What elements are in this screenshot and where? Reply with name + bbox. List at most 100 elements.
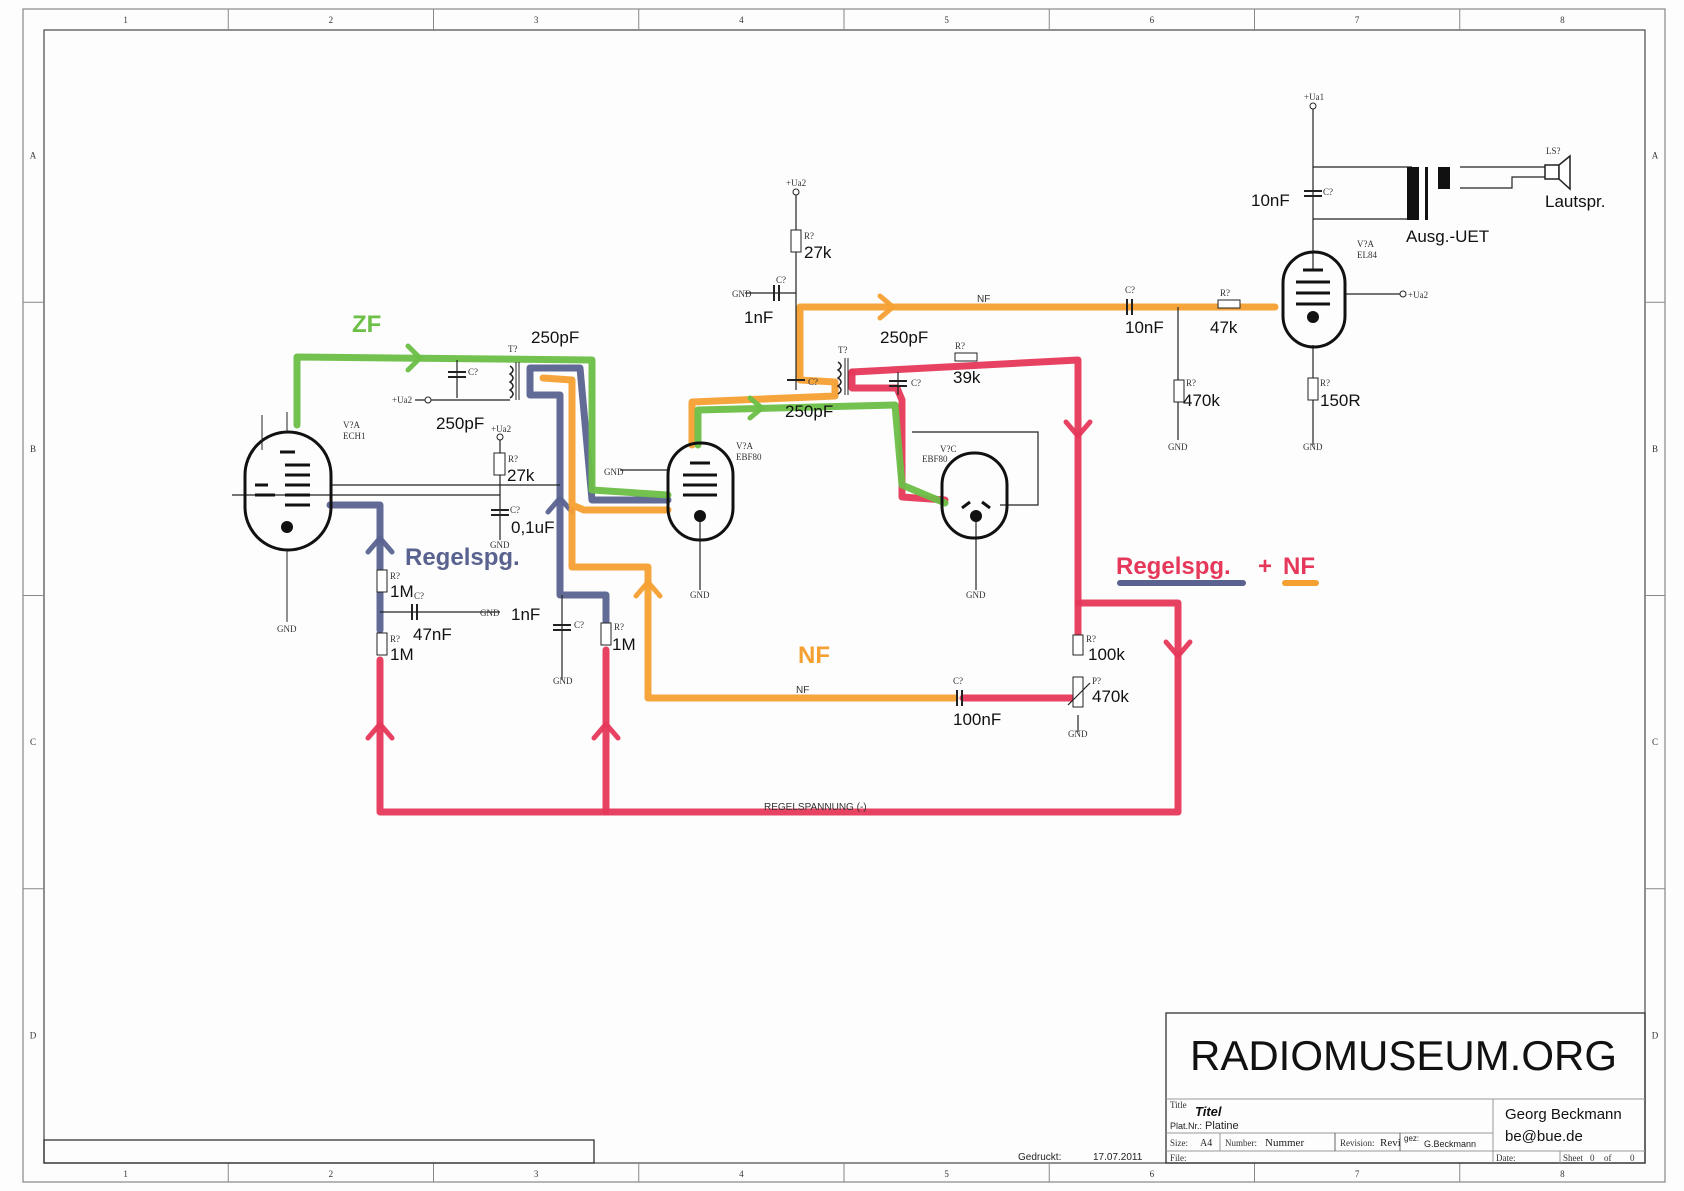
annotation-regelspg-nf: Regelspg. + NF — [1116, 553, 1319, 586]
file-label: File: — [1170, 1153, 1187, 1163]
c47nf-ref: C? — [414, 591, 424, 601]
revision-label: Revision: — [1340, 1138, 1375, 1148]
size-label: Size: — [1170, 1138, 1188, 1148]
zone-row-A: A — [1652, 151, 1659, 161]
zone-column-1: 1 — [123, 15, 128, 25]
c1nf1-ref: C? — [574, 620, 584, 630]
printed-label: Gedruckt: — [1018, 1152, 1061, 1163]
gnd-470k: GND — [1168, 442, 1188, 452]
tube-ebf80-a — [666, 441, 735, 542]
ech1-ref: V?A — [343, 420, 360, 430]
platnr-value: Platine — [1205, 1120, 1239, 1132]
zone-column-2: 2 — [329, 1169, 334, 1179]
el84-ref: V?A — [1357, 239, 1374, 249]
net-regelspannung: REGELSPANNUNG (-) — [764, 802, 867, 813]
c1nf2-value: 1nF — [744, 308, 773, 327]
gnd-ech1: GND — [277, 624, 297, 634]
zone-column-8: 8 — [1560, 1169, 1565, 1179]
gnd-ebf80c: GND — [966, 590, 986, 600]
zone-column-6: 6 — [1150, 15, 1155, 25]
c1-ref: C? — [468, 367, 478, 377]
tube-el84 — [1281, 250, 1347, 349]
r470k-value: 470k — [1183, 391, 1220, 410]
brand-title: RADIOMUSEUM.ORG — [1190, 1032, 1617, 1079]
drawing-frame — [22, 8, 1666, 1183]
of-value: 0 — [1630, 1153, 1635, 1163]
zone-column-6: 6 — [1150, 1169, 1155, 1179]
zone-column-1: 1 — [123, 1169, 128, 1179]
r1m1-ref: R? — [390, 571, 400, 581]
author: Georg Beckmann — [1505, 1106, 1622, 1123]
if-transformer-1 — [508, 362, 520, 400]
gnd-c01uf: GND — [490, 540, 510, 550]
gnd-47nf: GND — [480, 608, 500, 618]
c01uf-ref: C? — [510, 505, 520, 515]
platnr-label: Plat.Nr.: — [1170, 1121, 1202, 1131]
zone-column-7: 7 — [1355, 15, 1360, 25]
r150r-value: 150R — [1320, 391, 1361, 410]
sheet-value: 0 — [1590, 1153, 1595, 1163]
c1nf1-value: 1nF — [511, 605, 540, 624]
zone-column-5: 5 — [944, 15, 949, 25]
highlight-nf — [539, 293, 1279, 702]
zone-row-B: B — [30, 444, 36, 454]
zone-column-4: 4 — [739, 1169, 744, 1179]
date-label: Date: — [1496, 1153, 1516, 1163]
speaker-label: Lautspr. — [1545, 192, 1606, 211]
resistors — [376, 229, 1319, 708]
pot-value: 470k — [1092, 687, 1129, 706]
zone-row-C: C — [1652, 737, 1658, 747]
zone-row-A: A — [30, 151, 37, 161]
annotation-nf: NF — [798, 642, 830, 669]
net-nf-top: NF — [977, 294, 990, 305]
ech1-type: ECH1 — [343, 431, 366, 441]
zone-row-C: C — [30, 737, 36, 747]
printed-date: 17.07.2011 — [1093, 1152, 1143, 1163]
c250pf1-value: 250pF — [531, 328, 579, 347]
zone-column-3: 3 — [534, 1169, 539, 1179]
r470k-ref: R? — [1186, 378, 1196, 388]
c250pf2-value: 250pF — [436, 414, 484, 433]
c1nf2-ref: C? — [776, 275, 786, 285]
number-value: Nummer — [1265, 1137, 1304, 1149]
gnd-ebf80a: GND — [690, 590, 710, 600]
gnd-pot: GND — [1068, 729, 1088, 739]
c01uf-value: 0,1uF — [511, 518, 554, 537]
highlight-zf — [293, 343, 949, 507]
t1-ref: T? — [508, 344, 518, 354]
r27k2-ref: R? — [804, 231, 814, 241]
net-nf-bottom: NF — [796, 685, 809, 696]
ebf80a-ref: V?A — [736, 441, 753, 451]
r100k-value: 100k — [1088, 645, 1125, 664]
zone-column-7: 7 — [1355, 1169, 1360, 1179]
tube-ebf80-c — [940, 451, 1009, 540]
ebf80a-type: EBF80 — [736, 452, 762, 462]
r27k-ua2-label: +Ua2 — [491, 424, 511, 434]
zone-column-5: 5 — [944, 1169, 949, 1179]
c10nf2-value: 10nF — [1251, 191, 1290, 210]
zone-column-4: 4 — [739, 15, 744, 25]
gnd-1nf2: GND — [732, 289, 752, 299]
number-label: Number: — [1225, 1138, 1257, 1148]
c10nf1-ref: C? — [1125, 285, 1135, 295]
zone-row-B: B — [1652, 444, 1658, 454]
t2-ref: T? — [838, 345, 848, 355]
c47nf-value: 47nF — [413, 625, 452, 644]
r39k-value: 39k — [953, 368, 981, 387]
annotation-regelspg-nf-part1: Regelspg. — [1116, 553, 1231, 580]
size-value: A4 — [1200, 1138, 1212, 1149]
pot-ref: P? — [1092, 676, 1101, 686]
gnd-1nf: GND — [553, 676, 573, 686]
c250pf4-value: 250pF — [785, 402, 833, 421]
ebf80c-ref: V?C — [940, 444, 957, 454]
r39k-ref: R? — [955, 341, 965, 351]
ebf80c-type: EBF80 — [922, 454, 948, 464]
gnd-150r: GND — [1303, 442, 1323, 452]
output-transformer — [1407, 167, 1450, 220]
r1m3-value: 1M — [612, 635, 636, 654]
r1m3-ref: R? — [614, 622, 624, 632]
annotation-regelspg: Regelspg. — [405, 544, 520, 571]
r1m2-ref: R? — [390, 634, 400, 644]
c100nf-value: 100nF — [953, 710, 1001, 729]
